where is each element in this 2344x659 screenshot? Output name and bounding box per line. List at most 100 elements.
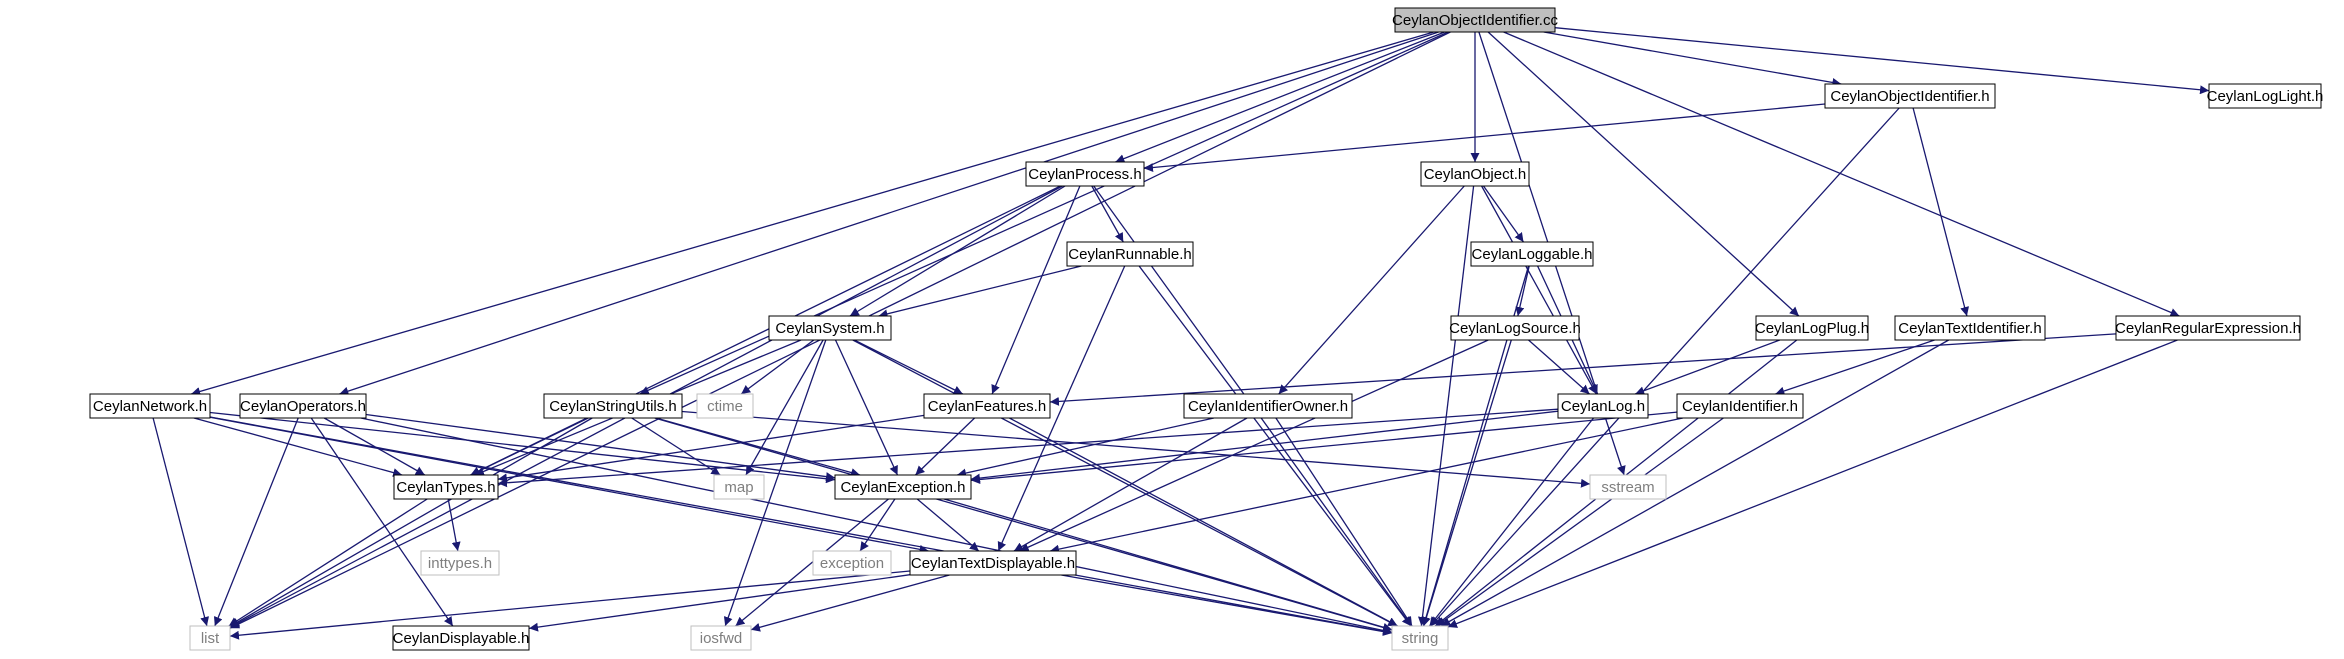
edges <box>152 27 2210 640</box>
edge-operators-to-types <box>323 417 426 476</box>
node-displayable[interactable]: CeylanDisplayable.h <box>392 625 530 651</box>
edge-runnable-to-system <box>878 265 1082 319</box>
node-stringutils[interactable]: CeylanStringUtils.h <box>543 393 683 419</box>
edge-regex-to-features <box>1049 333 2117 406</box>
edge-idowner-to-textdisp <box>1013 417 1248 552</box>
edge-stringutils-to-sstream <box>681 410 1591 488</box>
edge-textid-to-string <box>1440 339 1950 627</box>
node-system[interactable]: CeylanSystem.h <box>768 315 892 341</box>
edge-network-to-exception_h <box>209 411 836 484</box>
node-label: CeylanNetwork.h <box>93 398 207 415</box>
node-box <box>1589 474 1667 500</box>
node-box <box>1025 161 1145 187</box>
edge-object-to-string <box>1417 185 1475 627</box>
edge-objid_h-to-textid <box>1912 107 1970 317</box>
node-runnable[interactable]: CeylanRunnable.h <box>1066 241 1194 267</box>
edge-process-to-runnable <box>1091 185 1124 243</box>
node-box <box>713 474 765 500</box>
node-string: string <box>1391 625 1449 651</box>
node-process[interactable]: CeylanProcess.h <box>1025 161 1145 187</box>
node-regex[interactable]: CeylanRegularExpression.h <box>2115 315 2301 341</box>
edge-root-to-objid_h <box>1543 31 1842 87</box>
node-label: CeylanObjectIdentifier.h <box>1830 88 1989 105</box>
node-label: CeylanIdentifierOwner.h <box>1188 398 1348 415</box>
node-label: inttypes.h <box>428 555 492 572</box>
node-label: CeylanLogSource.h <box>1449 320 1581 337</box>
edge-network-to-string <box>209 416 1393 636</box>
node-textdisp[interactable]: CeylanTextDisplayable.h <box>909 550 1077 576</box>
node-idowner[interactable]: CeylanIdentifierOwner.h <box>1183 393 1353 419</box>
node-list: list <box>189 625 231 651</box>
node-features[interactable]: CeylanFeatures.h <box>923 393 1051 419</box>
node-objid-h[interactable]: CeylanObjectIdentifier.h <box>1824 83 1996 109</box>
node-label: CeylanLogPlug.h <box>1755 320 1869 337</box>
edge-stringutils-to-list <box>229 417 593 628</box>
node-ctime: ctime <box>696 393 754 419</box>
node-box <box>690 625 752 651</box>
edge-runnable-to-textdisp <box>997 265 1126 552</box>
edge-stringutils-to-string <box>654 417 1393 632</box>
edge-objid_h-to-process <box>1143 103 1826 173</box>
edge-regex-to-string <box>1447 339 2178 628</box>
node-textid[interactable]: CeylanTextIdentifier.h <box>1894 315 2046 341</box>
edge-system-to-features <box>853 339 964 395</box>
node-box <box>834 474 972 500</box>
node-box <box>1066 241 1194 267</box>
node-box <box>2208 83 2322 109</box>
edge-operators-to-list <box>213 417 299 627</box>
edge-root-to-loglight <box>1554 27 2210 95</box>
node-label: CeylanStringUtils.h <box>549 398 677 415</box>
node-label: CeylanLog.h <box>1561 398 1645 415</box>
node-label: sstream <box>1601 479 1654 496</box>
node-label: CeylanLoggable.h <box>1472 246 1593 263</box>
node-logplug[interactable]: CeylanLogPlug.h <box>1755 315 1869 341</box>
edge-process-to-features <box>991 185 1081 395</box>
node-box <box>239 393 367 419</box>
node-operators[interactable]: CeylanOperators.h <box>239 393 367 419</box>
node-label: CeylanIdentifier.h <box>1682 398 1798 415</box>
node-label: CeylanProcess.h <box>1028 166 1141 183</box>
node-logsource[interactable]: CeylanLogSource.h <box>1449 315 1581 341</box>
node-box <box>89 393 211 419</box>
node-label: CeylanException.h <box>840 479 965 496</box>
edge-features-to-string <box>1009 417 1398 627</box>
edge-textdisp-to-iosfwd <box>750 574 950 632</box>
edge-log-to-types <box>497 408 1559 488</box>
edge-exception_h-to-iosfwd <box>735 498 889 627</box>
node-box <box>543 393 683 419</box>
node-root[interactable]: CeylanObjectIdentifier.cc <box>1392 7 1558 33</box>
node-network[interactable]: CeylanNetwork.h <box>89 393 211 419</box>
node-box <box>2115 315 2301 341</box>
edge-textid-to-identifier <box>1775 339 1935 396</box>
node-box <box>1183 393 1353 419</box>
edge-stringutils-to-map <box>631 417 721 476</box>
node-label: CeylanLogLight.h <box>2207 88 2324 105</box>
node-loglight[interactable]: CeylanLogLight.h <box>2207 83 2324 109</box>
edge-logsource-to-textdisp <box>1019 339 1489 552</box>
node-label: CeylanSystem.h <box>775 320 884 337</box>
node-iosfwd: iosfwd <box>690 625 752 651</box>
edge-stringutils-to-types <box>470 417 589 476</box>
node-box <box>1420 161 1530 187</box>
edge-operators-to-exception_h <box>365 413 836 482</box>
edge-exception_h-to-textdisp <box>916 498 980 552</box>
node-box <box>696 393 754 419</box>
edge-identifier-to-string <box>1436 417 1724 627</box>
node-box <box>189 625 231 651</box>
node-loggable[interactable]: CeylanLoggable.h <box>1470 241 1594 267</box>
node-label: CeylanObject.h <box>1424 166 1527 183</box>
node-box <box>392 625 530 651</box>
node-types[interactable]: CeylanTypes.h <box>393 474 499 500</box>
edge-root-to-regex <box>1503 31 2180 317</box>
edge-log-to-exception_h <box>970 410 1559 483</box>
node-exception-h[interactable]: CeylanException.h <box>834 474 972 500</box>
node-box <box>1894 315 2046 341</box>
edge-system-to-iosfwd <box>723 339 827 627</box>
node-log[interactable]: CeylanLog.h <box>1557 393 1649 419</box>
node-identifier[interactable]: CeylanIdentifier.h <box>1676 393 1804 419</box>
node-label: exception <box>820 555 884 572</box>
node-label: CeylanOperators.h <box>240 398 366 415</box>
node-box <box>923 393 1051 419</box>
node-object[interactable]: CeylanObject.h <box>1420 161 1530 187</box>
edge-logsource-to-string <box>1422 339 1512 627</box>
